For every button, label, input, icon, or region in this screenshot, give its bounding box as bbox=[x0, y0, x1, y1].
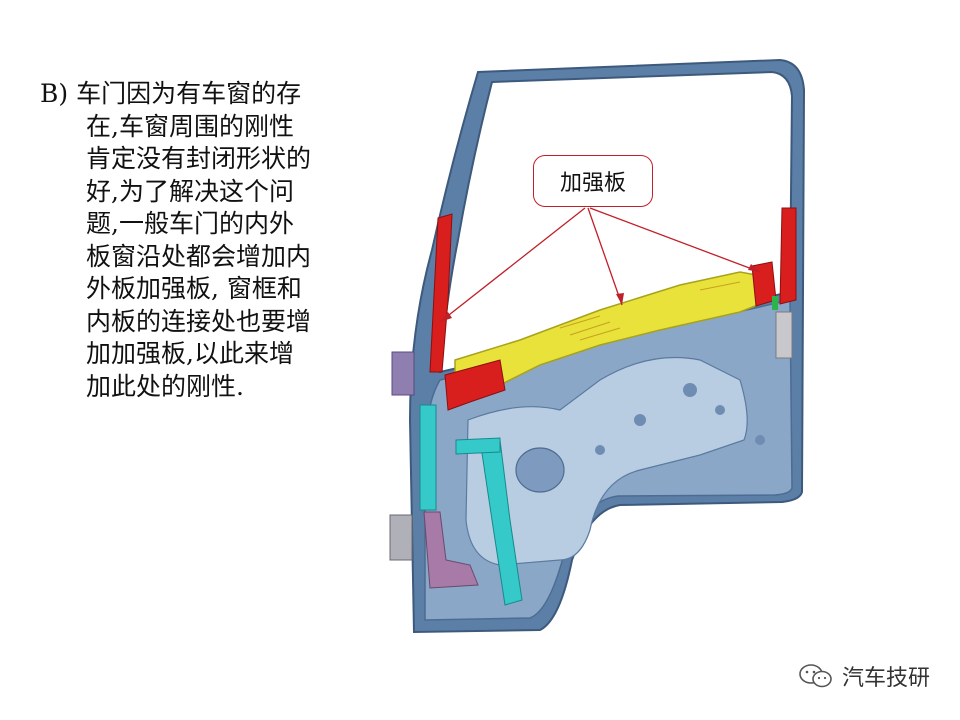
panel-hole-round bbox=[515, 447, 565, 493]
panel-hole-small-5 bbox=[755, 435, 765, 445]
hinge-bracket-lower bbox=[389, 514, 413, 561]
latch-green-mark bbox=[772, 296, 778, 310]
cyan-guide-top bbox=[455, 437, 501, 455]
cyan-hinge-strip bbox=[419, 404, 437, 511]
panel-hole-small-2 bbox=[715, 405, 725, 415]
reinforcement-red-left bbox=[429, 213, 453, 373]
panel-cutout-large bbox=[465, 356, 748, 566]
text-line-3: 肯定没有封闭形状的 bbox=[86, 144, 312, 173]
lower-mount-violet bbox=[423, 511, 479, 589]
text-line-6: 板窗沿处都会增加内 bbox=[86, 241, 312, 271]
leader-line-right bbox=[589, 207, 761, 273]
leader-arrow-middle bbox=[616, 293, 624, 305]
leader-arrow-left bbox=[440, 312, 452, 322]
panel-hole-small-1 bbox=[683, 383, 697, 397]
latch-bracket-right bbox=[775, 311, 793, 359]
text-line-9: 加加强板,以此来增 bbox=[86, 339, 294, 368]
reinforcement-red-left-lower bbox=[444, 359, 506, 411]
leader-line-middle bbox=[587, 207, 623, 306]
panel-hole-small-3 bbox=[634, 414, 646, 426]
reinforcement-red-right bbox=[779, 207, 797, 305]
wechat-icon bbox=[799, 664, 832, 688]
callout-reinforcement-label: 加强板 bbox=[533, 155, 653, 207]
leader-arrow-right bbox=[748, 264, 760, 272]
text-line-7: 外板加强板, 窗框和 bbox=[86, 274, 302, 303]
hinge-bracket-upper bbox=[391, 351, 415, 396]
body-text: B) 车门因为有车窗的存 在,车窗周围的刚性 肯定没有封闭形状的 好,为了解决这… bbox=[40, 78, 340, 403]
panel-hole-small-4 bbox=[595, 445, 605, 455]
leader-line-left bbox=[439, 207, 586, 323]
car-door-inner-panel-illustration bbox=[389, 58, 806, 634]
reinforcement-yellow-texture bbox=[559, 281, 741, 341]
watermark-text: 汽车技研 bbox=[841, 666, 930, 691]
text-line-5: 题,一般车门的内外 bbox=[86, 209, 294, 238]
text-line-1: B) 车门因为有车窗的存 bbox=[40, 79, 302, 108]
text-line-4: 好,为了解决这个问 bbox=[86, 176, 294, 206]
text-line-10: 加此处的刚性. bbox=[86, 371, 244, 401]
callout-text: 加强板 bbox=[559, 171, 626, 196]
watermark: 汽车技研 bbox=[798, 660, 930, 692]
text-line-2: 在,车窗周围的刚性 bbox=[86, 111, 294, 141]
text-line-8: 内板的连接处也要增 bbox=[86, 306, 312, 336]
